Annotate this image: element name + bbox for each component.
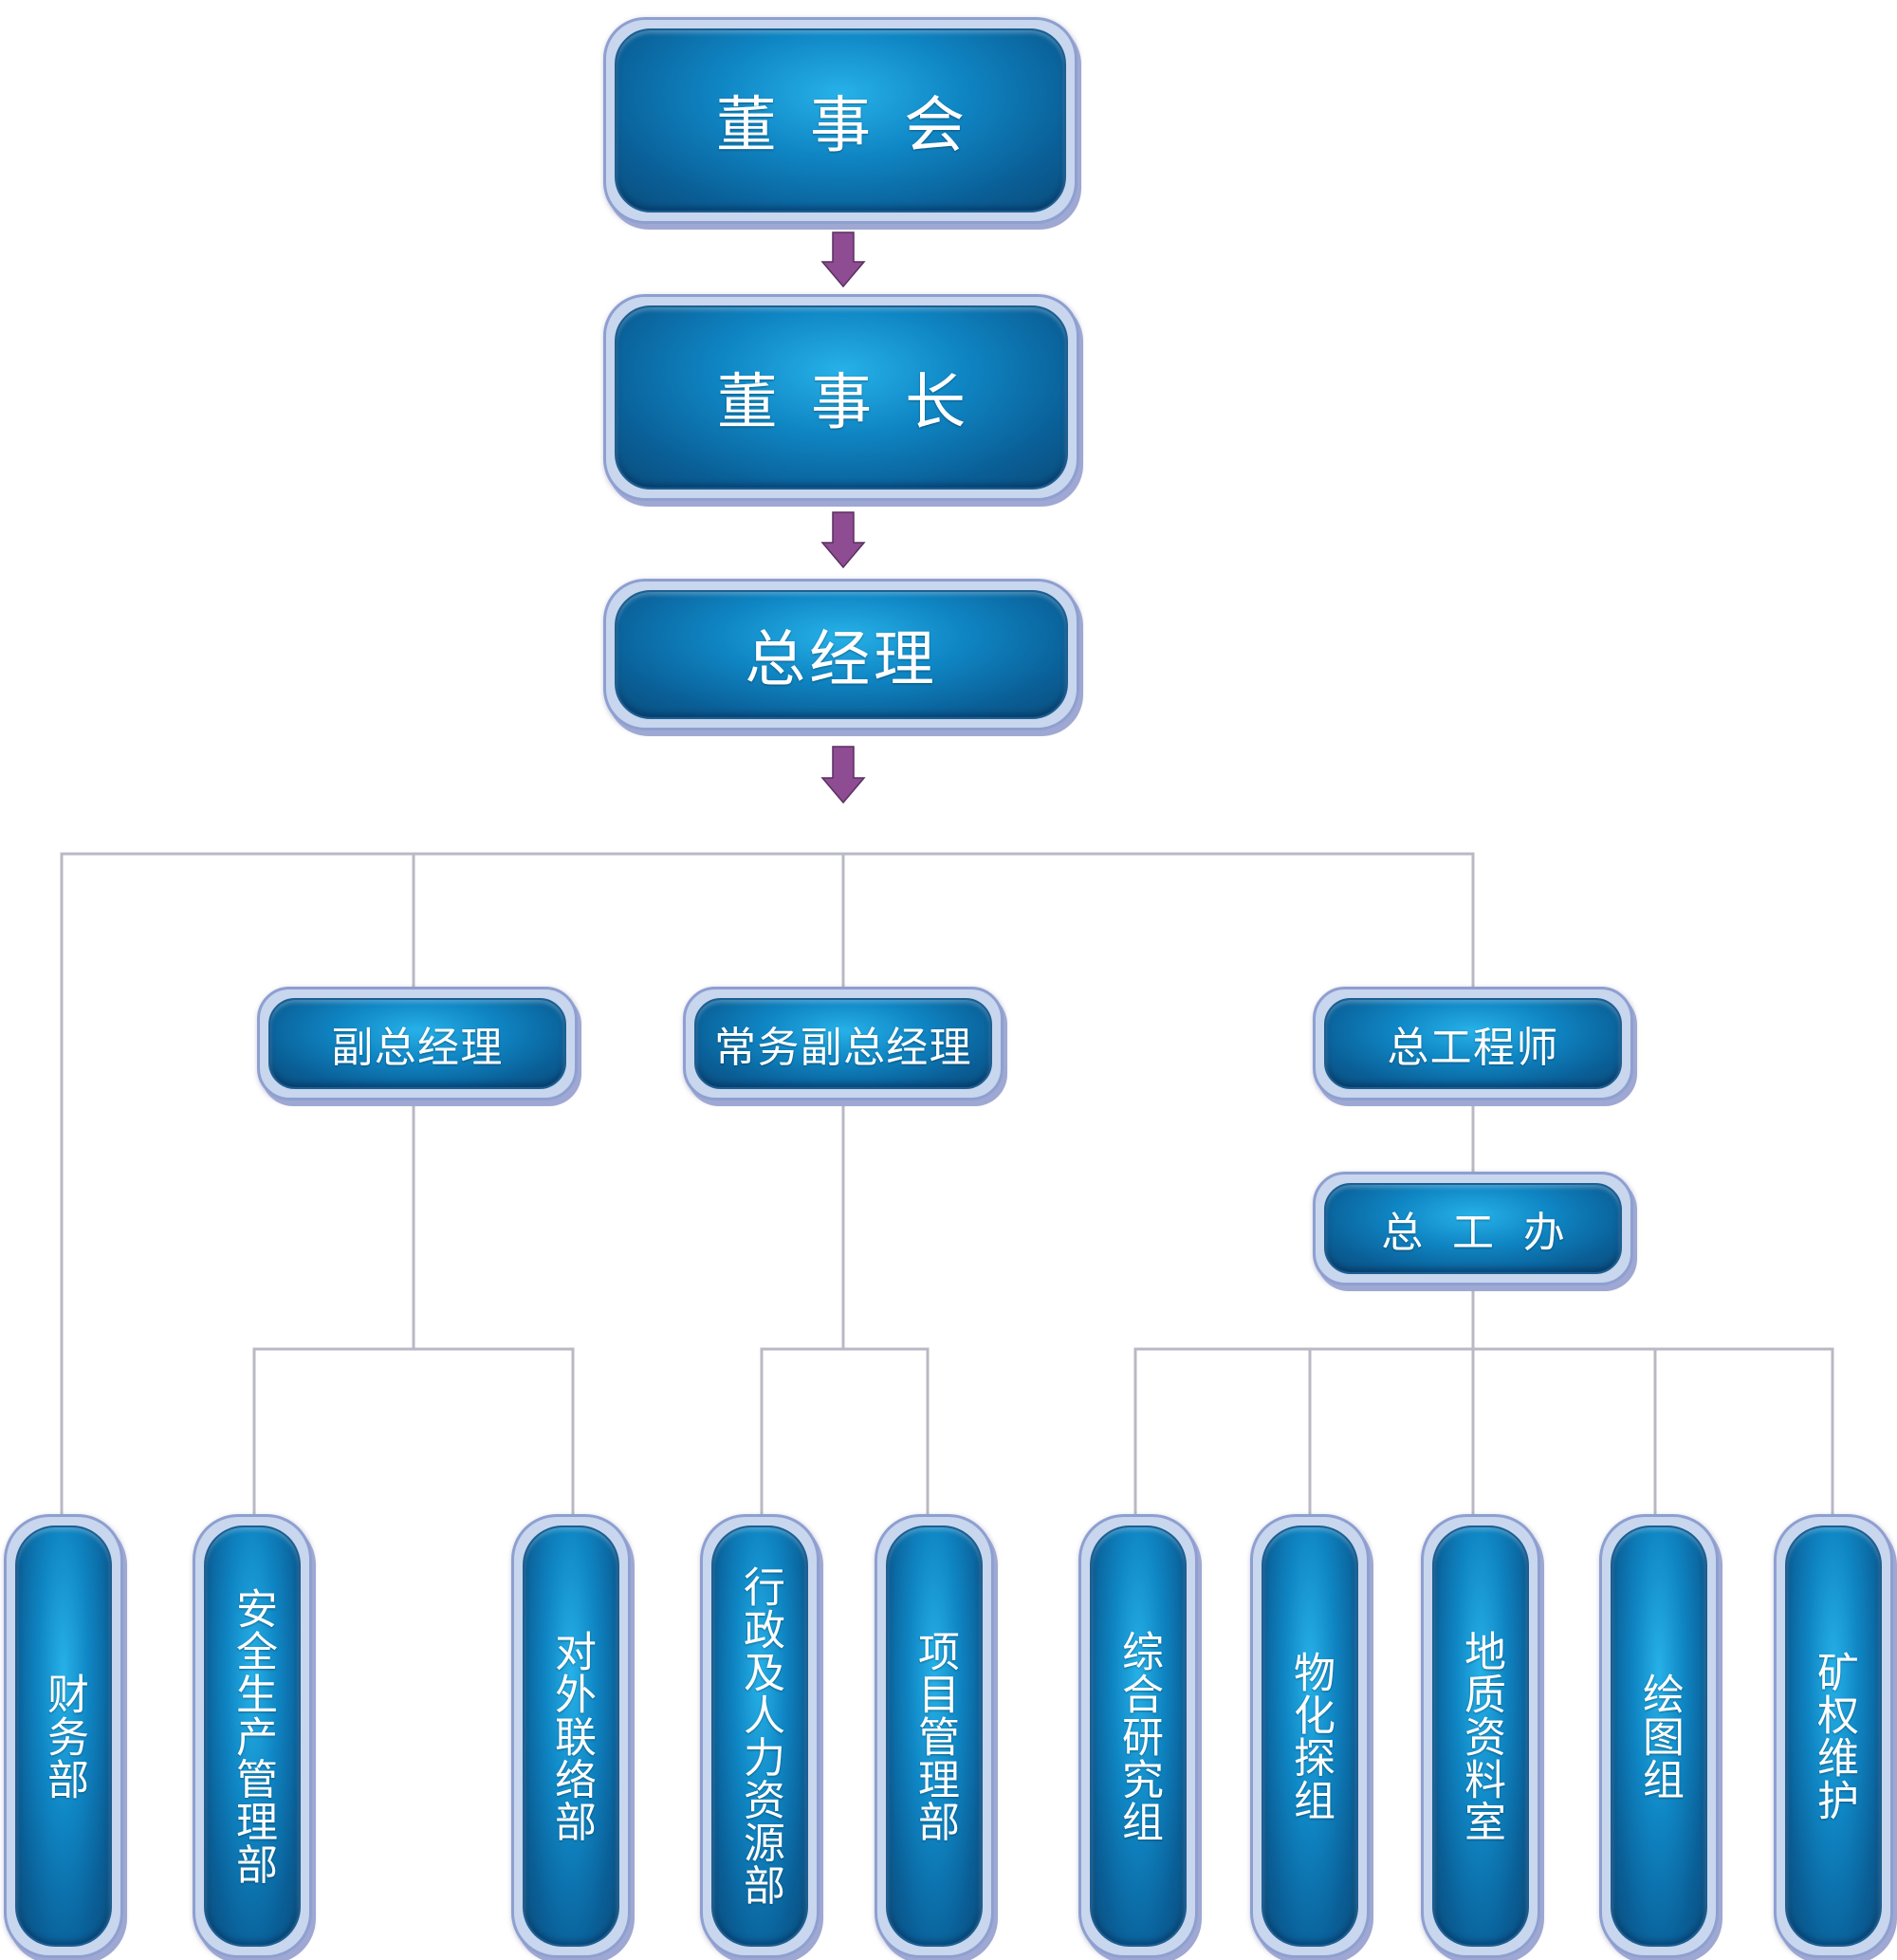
dept-geology-label: 地质资料室 bbox=[1457, 1629, 1505, 1843]
dept-geophysics-label: 物化探组 bbox=[1286, 1651, 1335, 1821]
dept-research: 综合研究组 bbox=[1078, 1514, 1198, 1958]
chairman-label: 董事长 bbox=[716, 368, 1000, 438]
arrow-gm-to-staff bbox=[820, 746, 866, 804]
general-manager-label: 总经理 bbox=[745, 625, 938, 695]
dept-research-label: 综合研究组 bbox=[1114, 1629, 1163, 1843]
dept-external-label: 对外联络部 bbox=[547, 1629, 596, 1843]
dept-admin-hr-label: 行政及人力资源部 bbox=[736, 1565, 784, 1907]
dept-drafting: 绘图组 bbox=[1599, 1514, 1719, 1958]
dept-geology: 地质资料室 bbox=[1421, 1514, 1540, 1958]
chief-engineer-node: 总工程师 bbox=[1313, 987, 1633, 1100]
chief-engineer-office-node: 总工办 bbox=[1313, 1172, 1633, 1285]
arrow-board-to-chairman bbox=[820, 231, 866, 288]
chairman-node: 董事长 bbox=[603, 294, 1079, 501]
deputy-gm-label: 副总经理 bbox=[331, 1024, 504, 1072]
dept-mining-rights-label: 矿权维护 bbox=[1810, 1651, 1858, 1821]
chief-engineer-office-label: 总工办 bbox=[1381, 1209, 1594, 1257]
deputy-gm-node: 副总经理 bbox=[257, 987, 578, 1100]
arrow-chairman-to-gm bbox=[820, 511, 866, 569]
dept-drafting-label: 绘图组 bbox=[1635, 1672, 1684, 1801]
dept-safety: 安全生产管理部 bbox=[193, 1514, 312, 1958]
board-label: 董事会 bbox=[715, 91, 999, 161]
dept-geophysics: 物化探组 bbox=[1250, 1514, 1370, 1958]
connector-bus-top bbox=[60, 852, 1475, 1520]
executive-deputy-gm-node: 常务副总经理 bbox=[683, 987, 1004, 1100]
chief-engineer-label: 总工程师 bbox=[1387, 1024, 1559, 1072]
dept-safety-label: 安全生产管理部 bbox=[229, 1586, 277, 1886]
board-node: 董事会 bbox=[603, 17, 1077, 224]
connector-office-bus bbox=[1133, 1347, 1834, 1520]
connector-executive-deputy-gm-bus bbox=[760, 1347, 930, 1520]
dept-external: 对外联络部 bbox=[511, 1514, 631, 1958]
dept-mining-rights: 矿权维护 bbox=[1774, 1514, 1893, 1958]
general-manager-node: 总经理 bbox=[603, 579, 1079, 730]
dept-admin-hr: 行政及人力资源部 bbox=[700, 1514, 820, 1958]
dept-project-label: 项目管理部 bbox=[911, 1629, 959, 1843]
connector-deputy-gm-bus bbox=[252, 1347, 575, 1520]
dept-finance-label: 财务部 bbox=[40, 1672, 88, 1801]
executive-deputy-gm-label: 常务副总经理 bbox=[714, 1024, 972, 1072]
dept-project: 项目管理部 bbox=[875, 1514, 994, 1958]
dept-finance: 财务部 bbox=[4, 1514, 123, 1958]
